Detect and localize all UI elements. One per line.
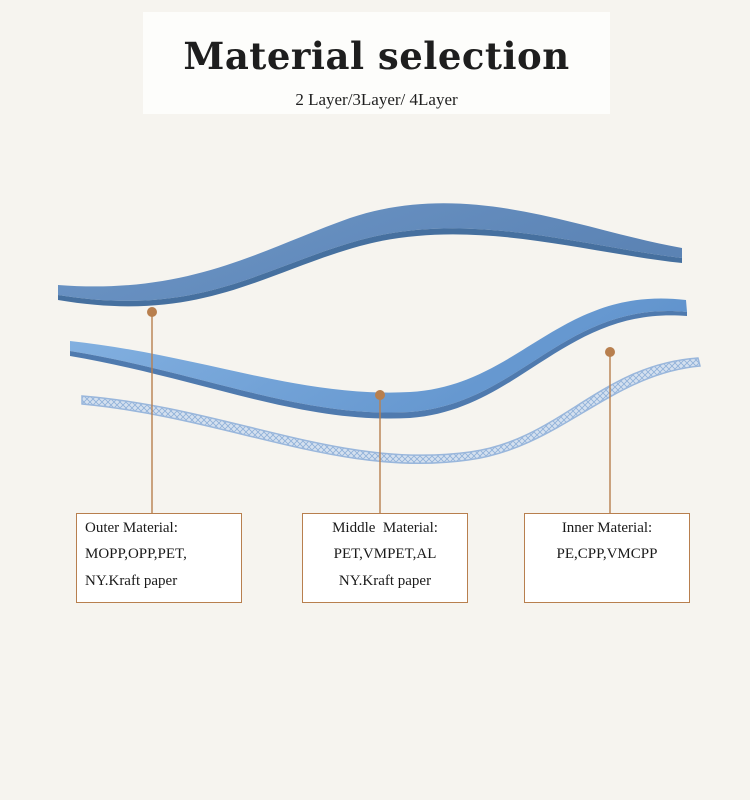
inner-layer [81,357,701,465]
outer-material-line-1: MOPP,OPP,PET, [85,546,187,562]
page-subtitle: 2 Layer/3Layer/ 4Layer [295,90,458,109]
middle-material-heading: Middle Material: [332,520,438,536]
middle-material-box: Middle Material: PET,VMPET,AL NY.Kraft p… [302,513,468,603]
outer-leader [147,307,157,513]
outer-material-heading: Outer Material: [85,520,178,536]
middle-leader [375,390,385,513]
outer-layer [58,203,682,307]
outer-material-box: Outer Material: MOPP,OPP,PET, NY.Kraft p… [76,513,242,603]
middle-material-line-1: PET,VMPET,AL [333,546,437,562]
inner-material-box: Inner Material: PE,CPP,VMCPP [524,513,690,603]
page-title: Material selection [183,34,570,78]
inner-leader [605,347,615,513]
inner-material-heading: Inner Material: [561,520,653,536]
middle-material-line-2: NY.Kraft paper [338,573,432,589]
inner-material-line-1: PE,CPP,VMCPP [556,546,658,562]
outer-material-line-2: NY.Kraft paper [85,573,178,589]
title-card: Material selection 2 Layer/3Layer/ 4Laye… [143,12,610,114]
middle-layer [70,298,687,419]
